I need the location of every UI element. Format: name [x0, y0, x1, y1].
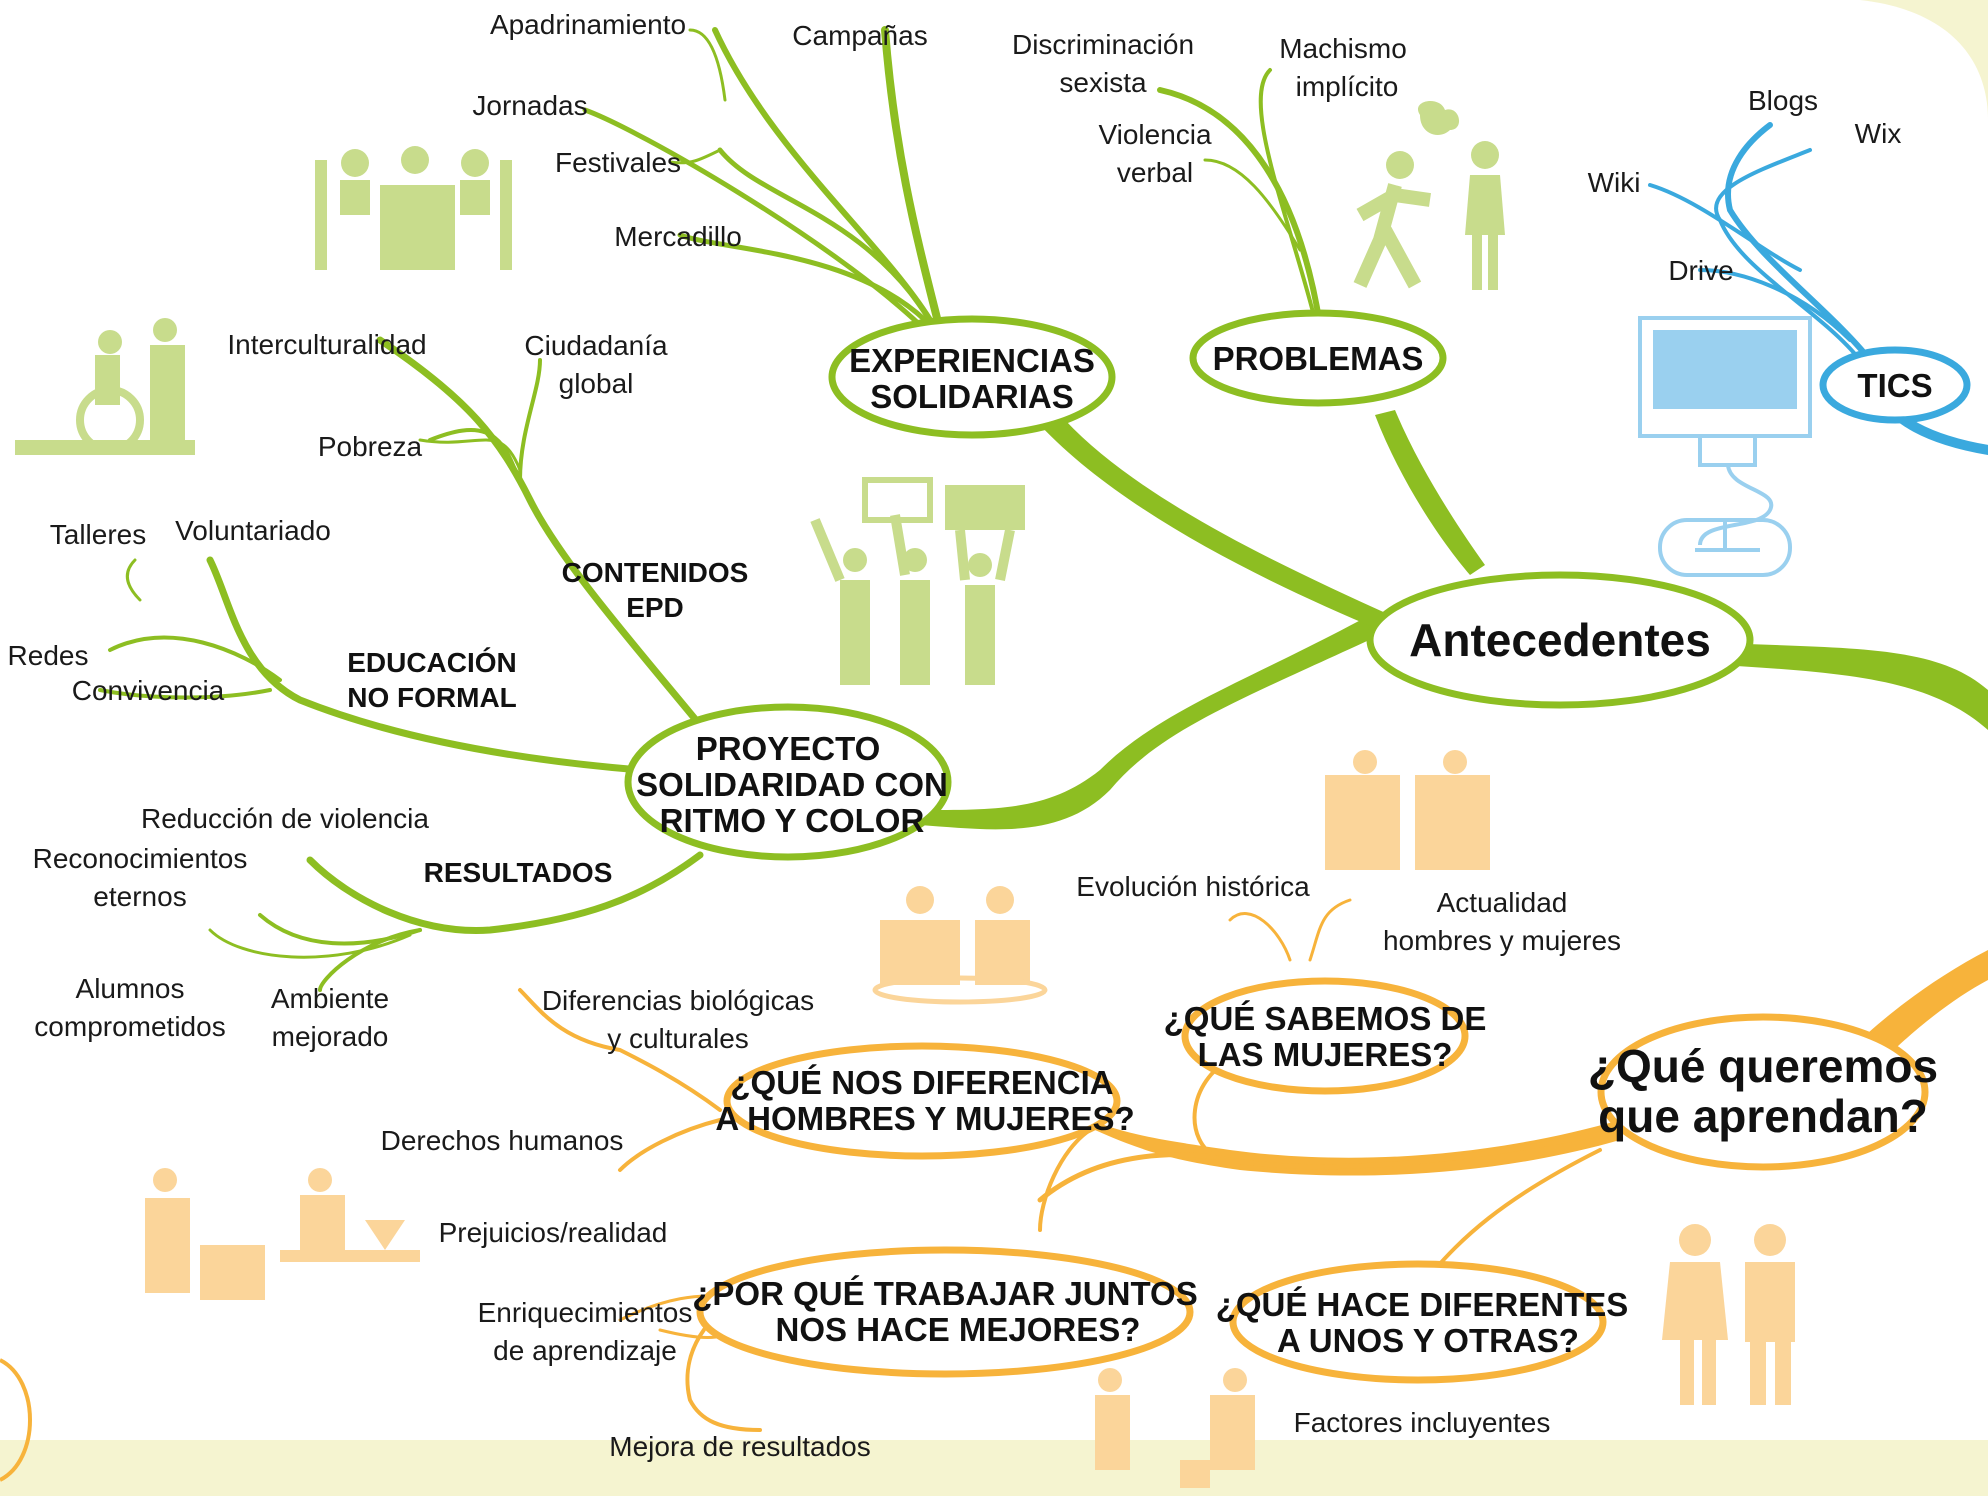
leaf-biologicas-line-1: Diferencias biológicas	[542, 985, 814, 1016]
leaf-violencia-line-1: Violencia	[1098, 119, 1212, 150]
green-twigs	[98, 26, 1323, 992]
leaf-reconocimientos-line-2: eternos	[93, 881, 186, 912]
leaf-interculturalidad: Interculturalidad	[227, 329, 426, 360]
cafe-couple-icon	[872, 886, 1048, 1005]
node-diferentes-line-2: A UNOS Y OTRAS?	[1277, 1322, 1579, 1359]
leaf-discriminacion-line-2: sexista	[1059, 67, 1147, 98]
hub-aprendan-line-2: que aprendan?	[1598, 1090, 1928, 1142]
leaf-blogs: Blogs	[1748, 85, 1818, 116]
sub-contenidos-line-2: EPD	[626, 592, 684, 623]
leaf-drive: Drive	[1668, 255, 1733, 286]
sub-contenidos-line-1: CONTENIDOS	[562, 557, 749, 588]
leaf-reconocimientos-line-1: Reconocimientos	[33, 843, 248, 874]
node-experiencias-line-2: SOLIDARIAS	[870, 378, 1074, 415]
leaf-talleres: Talleres	[50, 519, 146, 550]
leaf-reduccion: Reducción de violencia	[141, 803, 429, 834]
leaf-wix: Wix	[1855, 118, 1902, 149]
node-experiencias-line-1: EXPERIENCIAS	[849, 342, 1095, 379]
orange-twigs	[518, 898, 1623, 1432]
sub-resultados: RESULTADOS	[424, 857, 613, 888]
leaf-apadrinamiento: Apadrinamiento	[490, 9, 686, 40]
meeting-icon	[315, 146, 512, 270]
computer-icon	[1638, 316, 1812, 577]
node-problemas: PROBLEMAS	[1213, 340, 1424, 377]
leaf-actualidad-line-1: Actualidad	[1437, 887, 1568, 918]
leaf-festivales: Festivales	[555, 147, 681, 178]
node-sabemos-line-1: ¿QUÉ SABEMOS DE	[1164, 1000, 1487, 1037]
node-diferencia-line-2: A HOMBRES Y MUJERES?	[715, 1100, 1134, 1137]
leaf-biologicas-line-2: y culturales	[607, 1023, 749, 1054]
blue-branches	[1648, 122, 1988, 455]
leaf-pobreza: Pobreza	[318, 431, 423, 462]
couple-holding-hands-icon	[1662, 1224, 1795, 1405]
leaf-wiki: Wiki	[1588, 167, 1641, 198]
cleaning-workers-icon	[1095, 1368, 1255, 1488]
leaf-machismo-line-1: Machismo	[1279, 33, 1407, 64]
sub-educacion-line-1: EDUCACIÓN	[347, 647, 517, 678]
leaf-machismo-line-2: implícito	[1296, 71, 1399, 102]
leaf-actualidad-line-2: hombres y mujeres	[1383, 925, 1621, 956]
leaf-mercadillo: Mercadillo	[614, 221, 742, 252]
node-juntos-line-2: NOS HACE MEJORES?	[776, 1311, 1141, 1348]
leaf-alumnos-line-1: Alumnos	[76, 973, 185, 1004]
sub-educacion-line-2: NO FORMAL	[347, 682, 517, 713]
node-proyecto-line-2: SOLIDARIDAD CON	[636, 766, 948, 803]
bar-waiters-icon	[145, 1168, 420, 1300]
leaf-ciudadania-line-2: global	[559, 368, 634, 399]
running-people-icon	[1353, 100, 1505, 290]
leaf-enriquecimientos-line-1: Enriquecimientos	[478, 1297, 693, 1328]
elderly-couple-icon	[1325, 750, 1490, 870]
leaf-redes: Redes	[8, 640, 89, 671]
leaf-mejora: Mejora de resultados	[609, 1431, 870, 1462]
node-juntos-line-1: ¿POR QUÉ TRABAJAR JUNTOS	[692, 1275, 1197, 1312]
leaf-voluntariado: Voluntariado	[175, 515, 331, 546]
leaf-derechos: Derechos humanos	[381, 1125, 624, 1156]
node-outlines	[624, 309, 1971, 1384]
leaf-violencia-line-2: verbal	[1117, 157, 1193, 188]
leaf-campanas: Campañas	[792, 20, 927, 51]
node-diferencia-line-1: ¿QUÉ NOS DIFERENCIA	[730, 1064, 1113, 1101]
leaf-evolucion: Evolución histórica	[1076, 871, 1310, 902]
leaf-convivencia: Convivencia	[72, 675, 225, 706]
leaf-prejuicios: Prejuicios/realidad	[439, 1217, 668, 1248]
node-tics: TICS	[1857, 367, 1932, 404]
hub-aprendan-line-1: ¿Qué queremos	[1588, 1040, 1938, 1092]
leaf-alumnos-line-2: comprometidos	[34, 1011, 225, 1042]
leaf-enriquecimientos-line-2: de aprendizaje	[493, 1335, 677, 1366]
node-sabemos-line-2: LAS MUJERES?	[1198, 1036, 1453, 1073]
hub-antecedentes: Antecedentes	[1409, 614, 1711, 666]
node-proyecto-line-3: RITMO Y COLOR	[660, 802, 925, 839]
leaf-discriminacion-line-1: Discriminación	[1012, 29, 1194, 60]
leaf-ambiente-line-1: Ambiente	[271, 983, 389, 1014]
corner-orange-arc	[0, 1358, 32, 1482]
leaf-jornadas: Jornadas	[472, 90, 587, 121]
node-proyecto-line-1: PROYECTO	[696, 730, 881, 767]
wheelchair-icon	[15, 318, 195, 455]
leaf-factores: Factores incluyentes	[1294, 1407, 1551, 1438]
leaf-ciudadania-line-1: Ciudadanía	[524, 330, 668, 361]
protest-icon	[810, 477, 1025, 685]
leaf-ambiente-line-2: mejorado	[272, 1021, 389, 1052]
node-diferentes-line-1: ¿QUÉ HACE DIFERENTES	[1216, 1286, 1629, 1323]
